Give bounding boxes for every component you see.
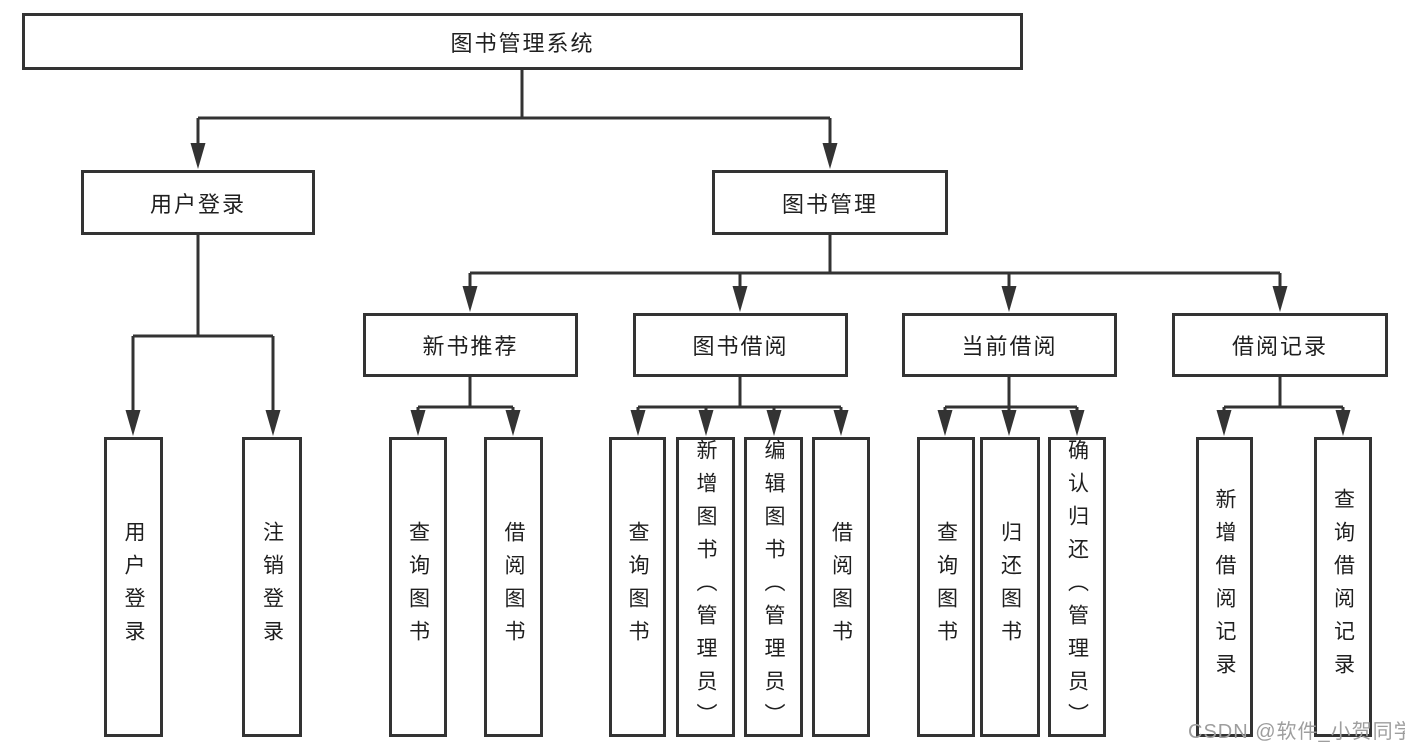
node-leaf-confirm-return-admin-label: 确认归还（管理员） [1065, 438, 1089, 736]
csdn-watermark: CSDN @软件_小贺同学 [1188, 721, 1405, 743]
node-leaf-borrow-books-recommend-label: 借阅图书 [502, 521, 525, 653]
connector-new-book-recommend-children [410, 377, 521, 436]
node-user-login-label: 用户登录 [149, 191, 246, 217]
node-new-book-recommend: 新书推荐 [363, 313, 578, 377]
connector-root-to-level2 [190, 69, 838, 169]
node-leaf-logout-label: 注销登录 [260, 521, 284, 653]
node-leaf-query-borrow-record: 查询借阅记录 [1314, 437, 1372, 737]
connector-user-login-children [125, 235, 281, 436]
connector-book-borrow-children [630, 377, 849, 436]
node-leaf-add-books-admin: 新增图书（管理员） [676, 437, 735, 737]
node-leaf-user-login-label: 用户登录 [122, 521, 145, 653]
node-leaf-return-books-label: 归还图书 [998, 521, 1022, 653]
node-leaf-return-books: 归还图书 [980, 437, 1040, 737]
node-book-borrow-label: 图书借阅 [692, 334, 789, 359]
node-leaf-add-borrow-record: 新增借阅记录 [1196, 437, 1253, 737]
node-user-login: 用户登录 [81, 170, 315, 235]
node-current-borrow: 当前借阅 [902, 313, 1117, 377]
node-leaf-add-borrow-record-label: 新增借阅记录 [1213, 488, 1236, 686]
node-new-book-recommend-label: 新书推荐 [422, 334, 519, 359]
node-leaf-query-books-current: 查询图书 [917, 437, 975, 737]
node-book-management-label: 图书管理 [781, 191, 878, 217]
node-leaf-query-books-recommend-label: 查询图书 [406, 521, 430, 653]
node-leaf-add-books-admin-label: 新增图书（管理员） [694, 438, 717, 736]
node-leaf-borrow-books-recommend: 借阅图书 [484, 437, 543, 737]
node-borrow-records: 借阅记录 [1172, 313, 1388, 377]
node-book-management: 图书管理 [712, 170, 948, 235]
connector-current-borrow-children [937, 377, 1085, 436]
node-leaf-borrow-books: 借阅图书 [812, 437, 870, 737]
node-book-borrow: 图书借阅 [633, 313, 848, 377]
node-leaf-borrow-books-label: 借阅图书 [829, 521, 853, 653]
connector-book-management-children [462, 235, 1288, 312]
node-leaf-query-books-current-label: 查询图书 [934, 521, 958, 653]
node-leaf-edit-books-admin-label: 编辑图书（管理员） [762, 438, 785, 736]
node-root-system: 图书管理系统 [22, 13, 1023, 70]
node-leaf-confirm-return-admin: 确认归还（管理员） [1048, 437, 1106, 737]
node-leaf-user-login: 用户登录 [104, 437, 163, 737]
node-borrow-records-label: 借阅记录 [1231, 334, 1328, 359]
node-current-borrow-label: 当前借阅 [961, 334, 1058, 359]
node-leaf-query-books-borrow-label: 查询图书 [626, 521, 649, 653]
node-leaf-edit-books-admin: 编辑图书（管理员） [744, 437, 803, 737]
node-root-system-label: 图书管理系统 [450, 30, 595, 56]
node-leaf-query-borrow-record-label: 查询借阅记录 [1331, 488, 1355, 686]
node-leaf-query-books-recommend: 查询图书 [389, 437, 447, 737]
node-leaf-query-books-borrow: 查询图书 [609, 437, 666, 737]
node-leaf-logout: 注销登录 [242, 437, 302, 737]
connector-borrow-records-children [1216, 377, 1351, 436]
